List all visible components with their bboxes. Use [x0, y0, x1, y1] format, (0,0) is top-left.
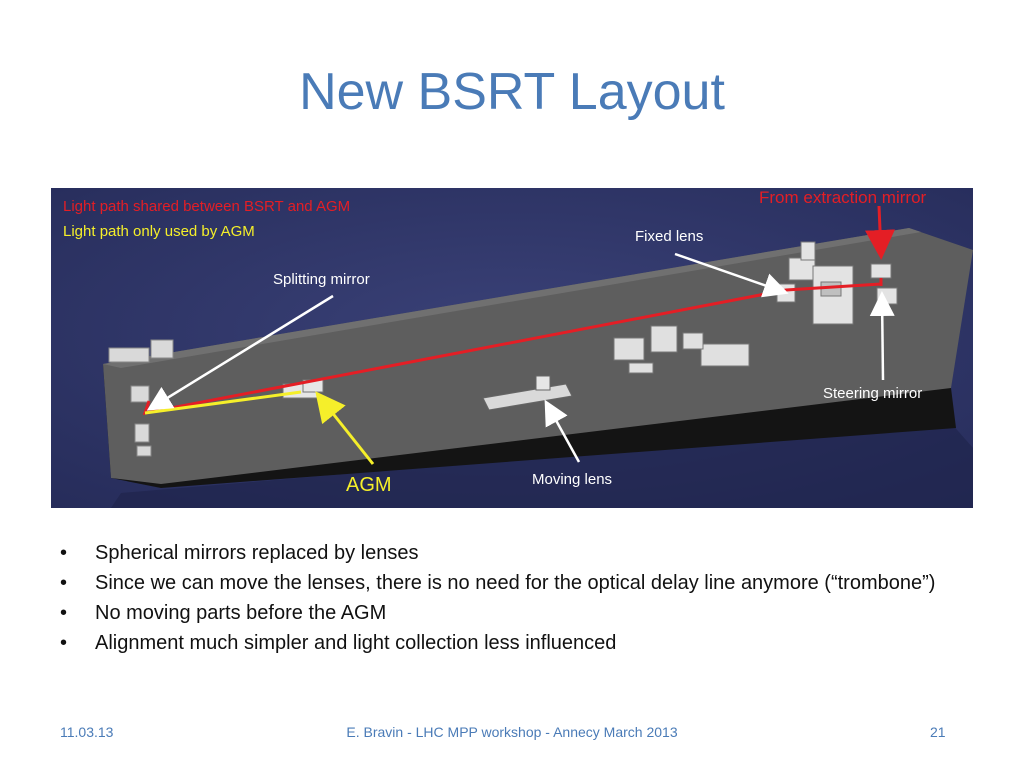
extraction-arrow	[865, 205, 895, 260]
bullet-item: • Since we can move the lenses, there is …	[60, 568, 980, 598]
bullet-item: • No moving parts before the AGM	[60, 598, 980, 628]
moving-lens-arrow	[544, 399, 581, 463]
label-splitting-mirror: Splitting mirror	[273, 271, 370, 288]
bullet-text: Spherical mirrors replaced by lenses	[95, 542, 419, 564]
footer-page-number: 21	[930, 724, 946, 740]
bullet-text: No moving parts before the AGM	[95, 602, 387, 624]
slide-title: New BSRT Layout	[299, 63, 725, 121]
optical-table-render	[51, 188, 973, 508]
bullet-item: • Spherical mirrors replaced by lenses	[60, 538, 980, 568]
bullet-symbol: •	[60, 572, 68, 594]
label-steering-mirror: Steering mirror	[823, 385, 923, 402]
agm-arrow	[315, 391, 375, 465]
fixed-lens-arrow	[674, 252, 789, 298]
left-equipment	[108, 339, 174, 457]
bsrt-layout-figure: Light path shared between BSRT and AGM L…	[51, 188, 973, 508]
splitting-mirror-arrow	[146, 294, 334, 411]
footer-center-text: E. Bravin - LHC MPP workshop - Annecy Ma…	[346, 724, 678, 740]
footer-date: 11.03.13	[60, 724, 114, 740]
bullet-text: Alignment much simpler and light collect…	[95, 632, 617, 654]
bullet-text: Since we can move the lenses, there is n…	[95, 572, 936, 594]
legend-shared-path: Light path shared between BSRT and AGM	[63, 198, 351, 215]
bullet-symbol: •	[60, 632, 68, 654]
table-edge-highlight	[103, 228, 921, 368]
steering-mirror-arrow	[869, 291, 895, 381]
table-shadow	[111, 423, 973, 508]
bullet-symbol: •	[60, 602, 68, 624]
label-moving-lens: Moving lens	[532, 471, 613, 488]
bullet-list: • Spherical mirrors replaced by lenses • S…	[60, 538, 980, 658]
bullet-symbol: •	[60, 542, 68, 564]
label-from-extraction-mirror: From extraction mirror	[759, 188, 927, 207]
bullet-item: • Alignment much simpler and light collec…	[60, 628, 980, 658]
middle-equipment	[613, 325, 750, 374]
label-fixed-lens: Fixed lens	[635, 228, 704, 245]
label-agm: AGM	[346, 474, 392, 496]
moving-lens-rail	[482, 375, 573, 411]
legend-agm-path: Light path only used by AGM	[63, 223, 255, 240]
